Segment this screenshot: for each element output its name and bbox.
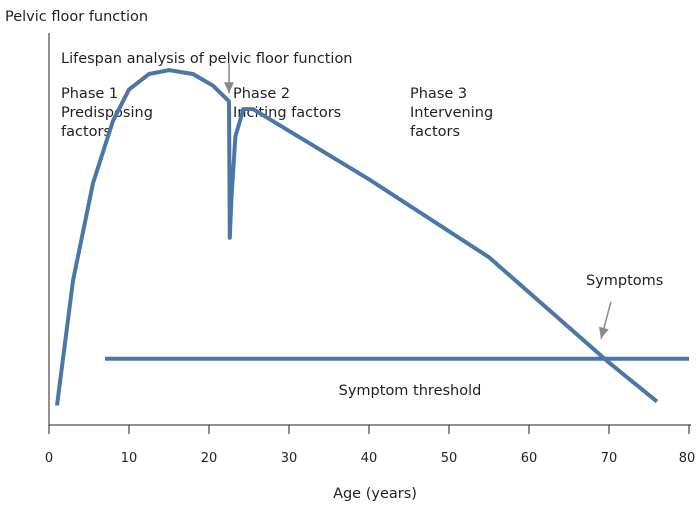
phase-3-label: Phase 3 Intervening factors — [410, 86, 493, 140]
x-tick-label: 20 — [201, 451, 218, 466]
phase-1-line-1: Predisposing — [61, 105, 153, 121]
x-tick-label: 0 — [45, 451, 53, 466]
x-tick-label: 40 — [361, 451, 378, 466]
phase-1-line-2: factors — [61, 124, 111, 140]
pelvic-floor-function-curve — [55, 68, 659, 406]
symptom-threshold-label: Symptom threshold — [339, 383, 482, 399]
x-tick-label: 80 — [679, 451, 696, 466]
arrow-head — [599, 326, 609, 339]
symptoms-label: Symptoms — [586, 273, 663, 289]
arrow-head — [224, 82, 234, 94]
phase-3-line-2: factors — [410, 124, 460, 140]
phase-2-label: Phase 2 Inciting factors — [233, 86, 341, 121]
x-tick-label: 30 — [281, 451, 298, 466]
inciting-factor-arrow — [224, 63, 234, 94]
x-tick-label: 10 — [121, 451, 138, 466]
x-tick-label: 60 — [521, 451, 538, 466]
x-axis-label: Age (years) — [333, 486, 417, 502]
phase-1-label: Phase 1 Predisposing factors — [61, 86, 153, 140]
x-tick-label: 70 — [601, 451, 618, 466]
chart-subtitle: Lifespan analysis of pelvic floor functi… — [61, 51, 353, 67]
phase-1-title: Phase 1 — [61, 86, 118, 102]
x-tick-label: 50 — [441, 451, 458, 466]
y-axis-label: Pelvic floor function — [5, 9, 148, 25]
x-axis-ticks: 0 10 20 30 40 50 60 70 80 — [45, 425, 695, 466]
phase-3-line-1: Intervening — [410, 105, 493, 121]
phase-2-title: Phase 2 — [233, 86, 290, 102]
phase-3-title: Phase 3 — [410, 86, 467, 102]
symptoms-arrow — [599, 301, 612, 339]
phase-2-line-1: Inciting factors — [233, 105, 341, 121]
